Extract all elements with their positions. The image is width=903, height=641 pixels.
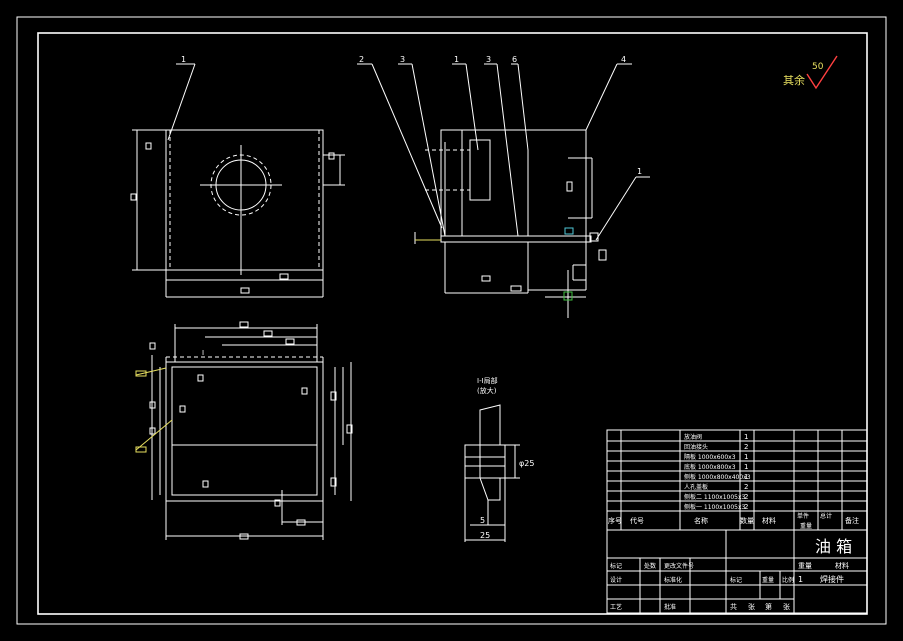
svg-text:6: 6 [512,55,517,64]
svg-text:1: 1 [744,453,748,461]
svg-text:标准化: 标准化 [664,576,682,584]
svg-text:处数: 处数 [644,562,656,570]
front-view: 1 [130,55,345,298]
svg-text:张: 张 [748,602,755,611]
side-view: 2 3 1 3 6 4 1 [357,55,650,318]
svg-text:重量: 重量 [798,562,812,570]
outer-frame [16,16,887,625]
svg-text:1: 1 [744,433,748,441]
svg-text:代号: 代号 [630,516,644,525]
plan-view: I [135,321,353,540]
svg-text:比例: 比例 [782,576,794,584]
bom-row: 回油接头 2 [684,443,748,451]
svg-text:1: 1 [181,55,186,64]
svg-text:设计: 设计 [610,576,622,584]
svg-text:1: 1 [744,473,748,481]
svg-text:工艺: 工艺 [610,603,622,611]
svg-text:(放大): (放大) [477,386,497,395]
svg-text:1: 1 [454,55,459,64]
svg-text:重量: 重量 [762,576,774,584]
svg-text:2: 2 [744,493,748,501]
svg-text:人孔盖板: 人孔盖板 [684,483,708,491]
svg-text:3: 3 [486,55,491,64]
svg-text:I-I局部: I-I局部 [477,376,498,385]
bom-row: 隔板 1000x600x3 1 [684,453,748,461]
svg-text:侧板一 1100x1005x3: 侧板一 1100x1005x3 [684,503,746,511]
svg-text:总计: 总计 [820,512,832,520]
svg-text:2: 2 [359,55,364,64]
svg-text:张: 张 [783,602,790,611]
inner-frame [37,32,868,615]
svg-text:标记: 标记 [730,576,742,584]
svg-text:名称: 名称 [694,516,708,525]
svg-text:更改文件号: 更改文件号 [664,562,694,570]
svg-text:单件: 单件 [797,512,809,520]
svg-text:隔板 1000x600x3: 隔板 1000x600x3 [684,453,736,461]
svg-text:序号: 序号 [608,516,622,525]
svg-text:油 箱: 油 箱 [815,537,852,556]
svg-text:25: 25 [480,531,490,540]
svg-text:侧板二 1100x1005x3: 侧板二 1100x1005x3 [684,493,746,501]
svg-text:φ25: φ25 [519,459,534,468]
bom-header: 序号 代号 名称 数量 材料 单件 总计 重量 备注 [608,512,859,530]
bom-row: 底板 1000x800x3 1 [684,463,748,471]
svg-text:3: 3 [400,55,405,64]
svg-text:4: 4 [621,55,626,64]
svg-text:1: 1 [637,167,642,176]
bom-row: 放油阀 1 [684,433,748,441]
svg-text:备注: 备注 [845,516,859,525]
svg-text:2: 2 [744,483,748,491]
svg-text:材料: 材料 [835,561,849,570]
svg-text:材料: 材料 [762,516,776,525]
svg-text:焊接件: 焊接件 [820,574,844,584]
bom-row: 人孔盖板 2 [684,483,748,491]
title-block: 油 箱 重量 材料 1 焊接件 标记 处数 更改文件号 设计 标准化 标记 重量… [606,529,868,614]
svg-text:50: 50 [812,62,824,72]
svg-text:回油接头: 回油接头 [684,443,708,451]
svg-text:批准: 批准 [664,603,676,611]
svg-text:重量: 重量 [800,522,812,530]
roughness-symbol: 其余 50 [783,55,838,90]
svg-text:1: 1 [744,463,748,471]
bill-of-materials: 放油阀 1 回油接头 2 隔板 1000x600x3 1 底板 1000x800… [606,429,868,531]
svg-text:数量: 数量 [740,516,754,525]
svg-text:1: 1 [798,575,803,584]
bom-row: 侧板 1000x800x400x3 1 [684,473,751,481]
svg-text:5: 5 [480,516,485,525]
svg-text:第: 第 [765,602,772,611]
detail-view: I-I局部 (放大) φ25 5 25 [464,376,534,542]
svg-text:放油阀: 放油阀 [684,433,702,441]
bom-row: 侧板一 1100x1005x3 2 [684,503,748,511]
svg-text:I: I [202,349,204,357]
svg-text:其余: 其余 [783,73,805,87]
svg-text:侧板 1000x800x400x3: 侧板 1000x800x400x3 [684,473,751,481]
svg-text:共: 共 [730,602,737,611]
svg-text:底板 1000x800x3: 底板 1000x800x3 [684,463,736,471]
bom-row: 侧板二 1100x1005x3 2 [684,493,748,501]
svg-text:2: 2 [744,443,748,451]
svg-text:标记: 标记 [610,562,622,570]
svg-text:2: 2 [744,503,748,511]
